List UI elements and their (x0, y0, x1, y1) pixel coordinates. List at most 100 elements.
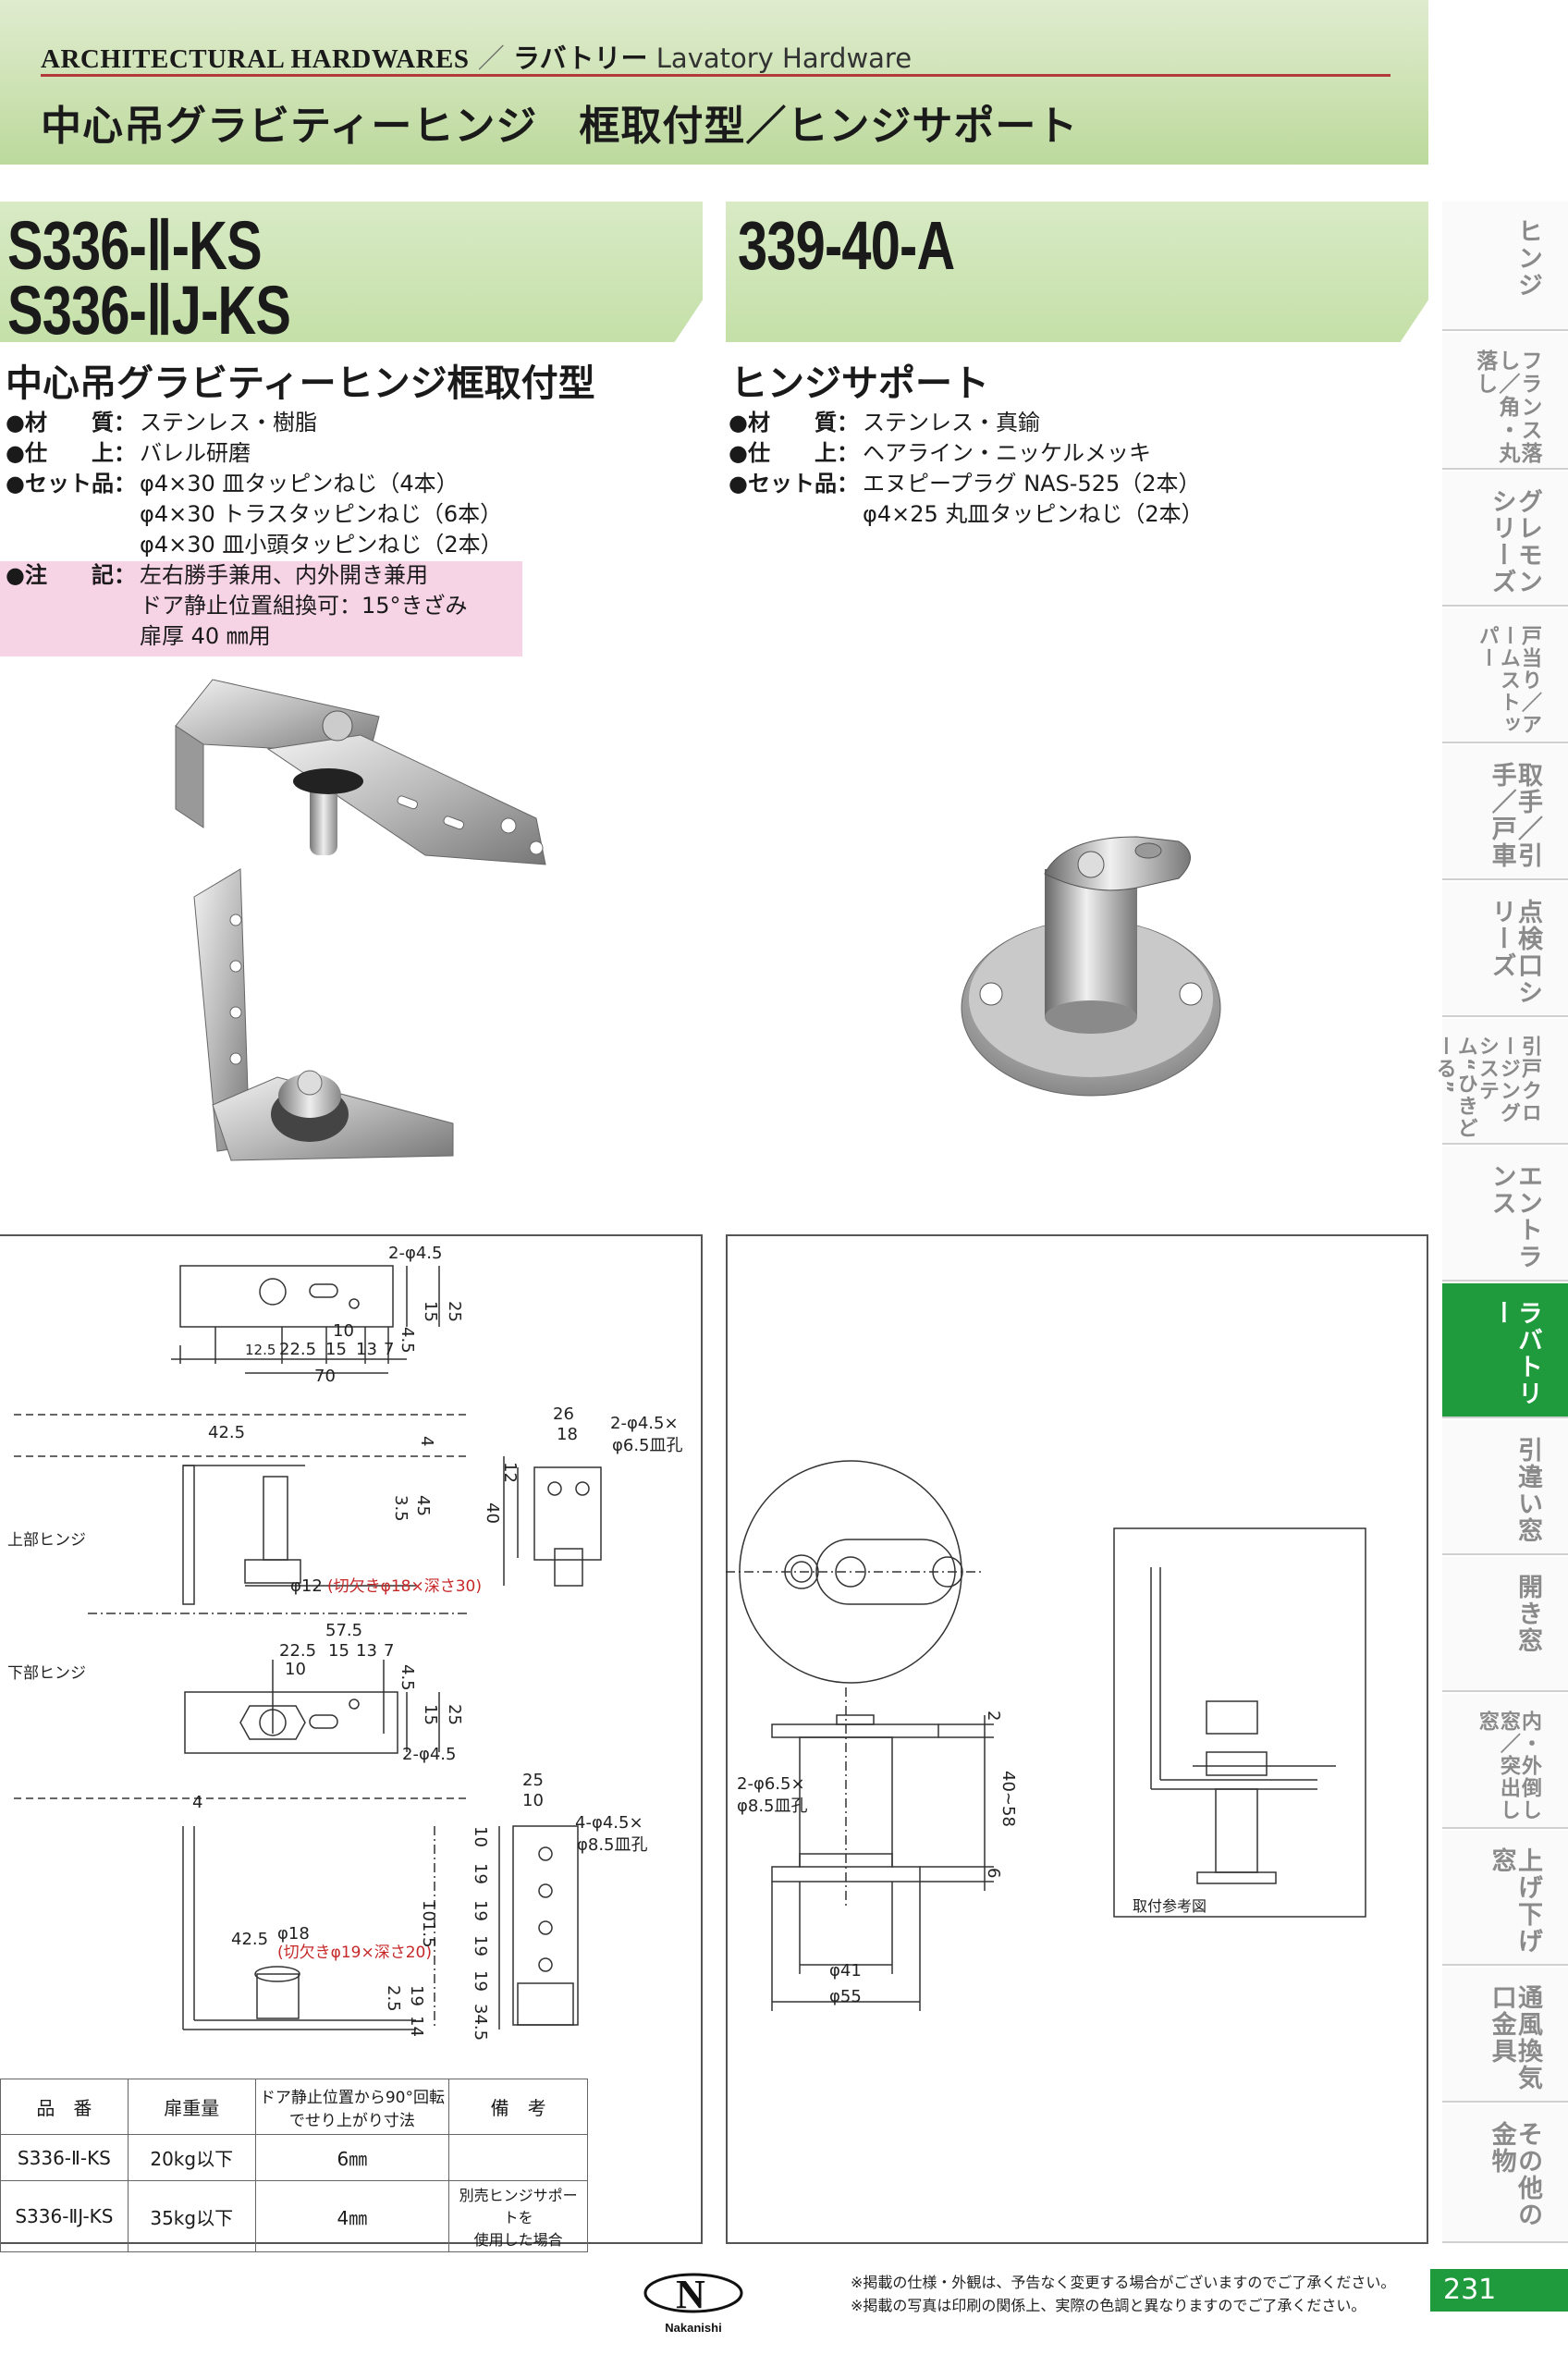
dim-lhinge-425: 42.5 (231, 1930, 268, 1949)
dim-lower-45: 4.5 (398, 1664, 417, 1691)
dim-top-225: 22.5 (279, 1340, 316, 1359)
left-product-name: 中心吊グラビティーヒンジ框取付型 (6, 362, 595, 405)
support-technical-drawing: 2 40~58 6 2-φ6.5× φ8.5皿孔 φ41 φ55 取付参考図 (726, 1460, 1366, 2011)
right-product-code: 339-40-A (738, 207, 955, 284)
side-tab-access-panel[interactable]: 点検口シリーズ (1442, 882, 1568, 1017)
crumb-en: ARCHITECTURAL HARDWARES (41, 44, 470, 74)
dim-top-70: 70 (314, 1367, 336, 1386)
side-tab-ventilation[interactable]: 通風換気口金具 (1442, 1968, 1568, 2103)
table-row: S336-ⅡJ-KS 35kg以下 4㎜ 別売ヒンジサポートを 使用した場合 (0, 2180, 588, 2252)
breadcrumb: ARCHITECTURAL HARDWARES ／ ラバトリー Lavatory… (41, 37, 912, 76)
hinge-support-photo (961, 836, 1221, 1097)
nakanishi-logo: N Nakanishi (643, 2272, 743, 2335)
dim-lower-10: 10 (285, 1660, 306, 1679)
side-tab-hinge[interactable]: ヒンジ (1442, 202, 1568, 331)
side-tab-casement[interactable]: 開き窓 (1442, 1557, 1568, 1692)
svg-text:N: N (676, 2272, 705, 2317)
dim-support-phi41: φ41 (829, 1961, 862, 1981)
side-tab-lavatory[interactable]: ラバトリー (1442, 1283, 1568, 1418)
dim-upper-425: 42.5 (208, 1423, 245, 1442)
side-tab-sliding-closer[interactable]: 引戸クロージングシステム“ひきどーる” (1433, 1019, 1568, 1145)
side-tab-tilt-window[interactable]: 内・外倒し窓／突出し窓 (1442, 1694, 1568, 1829)
dim-top-15: 15 (421, 1301, 440, 1322)
dim-lside-25: 25 (522, 1771, 544, 1790)
dim-support-2phi65: 2-φ6.5× (737, 1774, 805, 1794)
dim-lside-19b: 19 (471, 1900, 490, 1921)
dim-lhinge-1015: 101.5 (419, 1900, 438, 1948)
side-tab-other[interactable]: その他の金物 (1442, 2104, 1568, 2243)
dim-uside-phi65: φ6.5皿孔 (612, 1436, 683, 1455)
dim-lower-13: 13 (356, 1641, 377, 1661)
dim-lower-15: 15 (328, 1641, 349, 1661)
side-tab-door-stop[interactable]: 戸当り／アームストッパー (1442, 608, 1568, 743)
dim-support-2: 2 (984, 1711, 1003, 1721)
dim-upper-4: 4 (417, 1436, 436, 1446)
dim-lside-19d: 19 (471, 1970, 490, 1992)
dim-lower-575: 57.5 (325, 1621, 362, 1640)
right-spec-list: ●材 質：ステンレス・真鍮 ●仕 上：ヘアライン・ニッケルメッキ ●セット品：エ… (729, 410, 1204, 527)
footnote-1: ※掲載の仕様・外観は、予告なく変更する場合がございますのでご了承ください。 (851, 2274, 1396, 2291)
dim-lside-4phi45: 4-φ4.5× (575, 1813, 643, 1833)
dim-lside-10v: 10 (471, 1826, 490, 1847)
dim-uside-40: 40 (483, 1502, 502, 1524)
page-number: 231 (1430, 2269, 1568, 2312)
note-highlight (0, 561, 522, 656)
support-drawing-frame (726, 1234, 1428, 2244)
dim-support-40-58: 40~58 (998, 1771, 1018, 1827)
dim-lside-19c: 19 (471, 1935, 490, 1956)
footnote-2: ※掲載の写真は印刷の関係上、実際の色調と異なりますのでご了承ください。 (851, 2297, 1366, 2314)
left-spec-list: ●材 質：ステンレス・樹脂 ●仕 上：バレル研磨 ●セット品：φ4×30 皿タッ… (6, 410, 503, 649)
left-product-code-1: S336-Ⅱ-KS (7, 207, 263, 284)
crumb-en2: Lavatory Hardware (655, 43, 913, 74)
table-header-row: 品 番 扉重量 ドア静止位置から90°回転 でせり上がり寸法 備 考 (0, 2079, 588, 2135)
svg-text:Nakanishi: Nakanishi (665, 2321, 721, 2335)
side-tab-flush-bolt[interactable]: フランス落し／角・丸落し (1442, 333, 1568, 470)
dim-uside-2phi45: 2-φ4.5× (610, 1414, 679, 1433)
dim-lower-2phi45: 2-φ4.5 (402, 1745, 456, 1764)
table-header-cell: 品 番 (0, 2079, 129, 2135)
upper-cutout-note: (切欠きφ18×深さ30) (327, 1577, 482, 1596)
dim-top-25: 25 (445, 1301, 464, 1322)
dim-lower-225: 22.5 (279, 1641, 316, 1661)
dim-support-phi55: φ55 (829, 1987, 862, 2006)
dim-upper-35: 3.5 (391, 1495, 410, 1522)
page-header: ARCHITECTURAL HARDWARES ／ ラバトリー Lavatory… (0, 0, 1428, 165)
dim-lside-345: 34.5 (471, 2004, 490, 2041)
dim-support-phi85: φ8.5皿孔 (737, 1797, 808, 1816)
table-header-cell: ドア静止位置から90°回転 でせり上がり寸法 (254, 2079, 450, 2135)
dim-lhinge-14: 14 (407, 2016, 426, 2037)
dim-top-45: 4.5 (398, 1327, 417, 1354)
side-tab-sash-window[interactable]: 上げ下げ窓 (1442, 1831, 1568, 1966)
dim-lower-15v: 15 (421, 1704, 440, 1725)
dim-lhinge-phi18: φ18 (277, 1924, 310, 1944)
side-tab-entrance[interactable]: エントランス (1442, 1147, 1568, 1282)
table-header-cell: 備 考 (448, 2079, 588, 2135)
table-header-cell: 扉重量 (127, 2079, 256, 2135)
right-product-banner (726, 202, 1428, 342)
dim-lhinge-25: 2.5 (384, 1985, 403, 2012)
side-tab-handle[interactable]: 取手／引手／戸車 (1442, 745, 1568, 880)
dim-lower-7: 7 (384, 1641, 394, 1661)
dim-lower-25v: 25 (445, 1704, 464, 1725)
crumb-sep: ／ (477, 43, 505, 74)
dim-lside-phi85: φ8.5皿孔 (577, 1835, 648, 1855)
dim-support-6: 6 (984, 1868, 1003, 1878)
lower-hinge-label: 下部ヒンジ (7, 1664, 86, 1683)
dim-upper-45: 45 (413, 1495, 433, 1516)
side-tab-gremon[interactable]: グレモンシリーズ (1442, 472, 1568, 607)
dim-top-10: 10 (333, 1321, 354, 1341)
page-title: 中心吊グラビティーヒンジ 框取付型／ヒンジサポート (41, 103, 1079, 150)
mounting-reference-caption: 取付参考図 (1133, 1897, 1207, 1915)
header-rule (41, 74, 1390, 77)
right-product-name: ヒンジサポート (730, 362, 989, 405)
left-product-code-2: S336-ⅡJ-KS (7, 272, 291, 349)
dim-upper-phi12: φ12 (290, 1576, 323, 1596)
dim-uside-26: 26 (553, 1404, 574, 1424)
dim-lside-19a: 19 (471, 1863, 490, 1884)
spec-table: 品 番 扉重量 ドア静止位置から90°回転 でせり上がり寸法 備 考 S336-… (0, 2079, 588, 2252)
dim-lside-10: 10 (522, 1791, 544, 1810)
side-tab-sliding-window[interactable]: 引違い窓 (1442, 1420, 1568, 1555)
upper-hinge-label: 上部ヒンジ (7, 1531, 86, 1550)
dim-top-125: 12.5 (245, 1342, 276, 1358)
